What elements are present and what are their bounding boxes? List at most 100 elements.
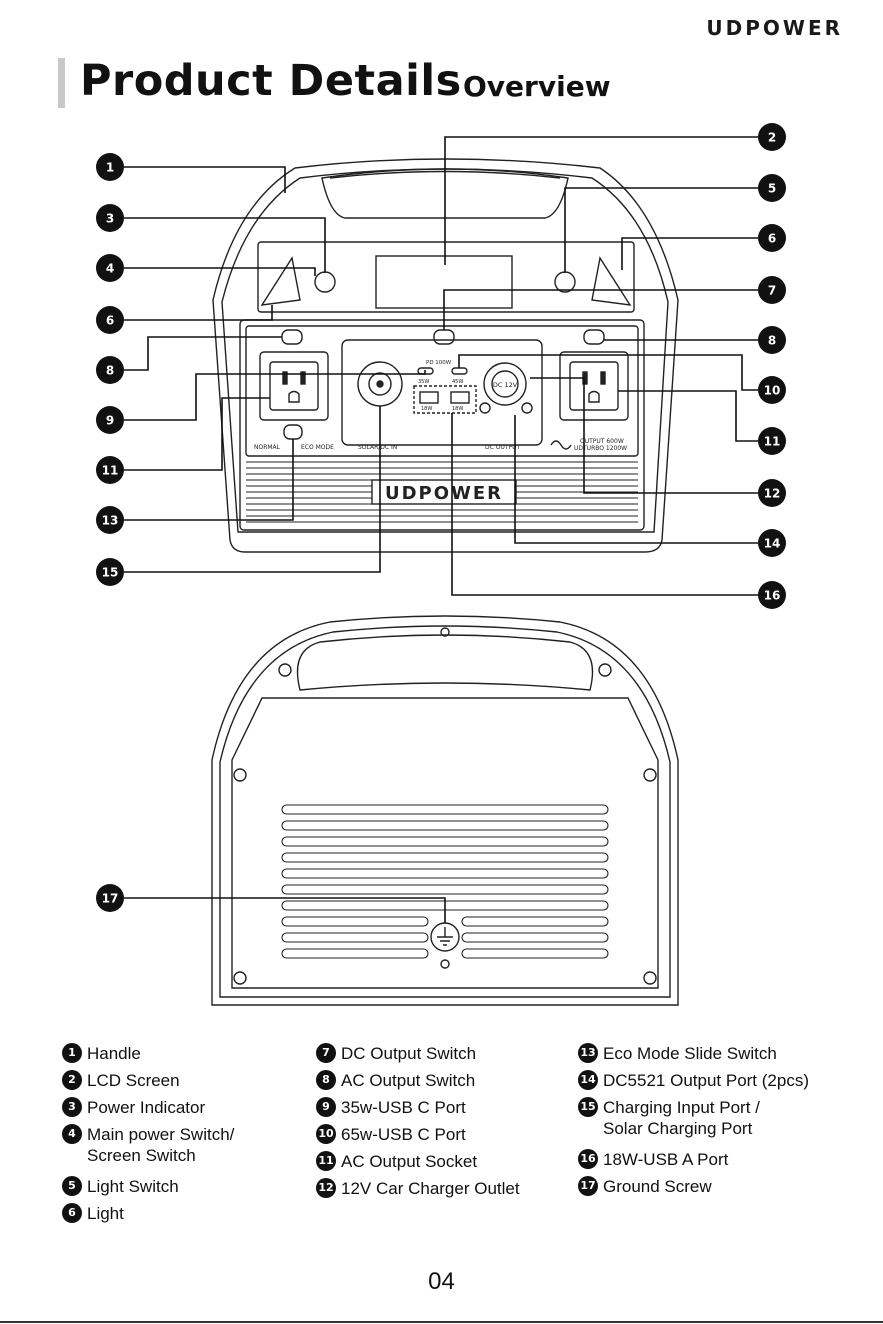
svg-text:10: 10 bbox=[764, 384, 781, 398]
ac-outlet-left bbox=[269, 361, 319, 411]
legend-number-badge: 6 bbox=[62, 1203, 82, 1223]
legend-item: 7 DC Output Switch bbox=[316, 1043, 520, 1064]
label-dc-output: DC OUTPUT bbox=[485, 444, 521, 451]
back-panel bbox=[231, 697, 659, 989]
callout-7: 7 bbox=[758, 276, 786, 304]
top-panel bbox=[257, 241, 635, 313]
legend-label: Eco Mode Slide Switch bbox=[603, 1044, 777, 1063]
legend-number-badge: 10 bbox=[316, 1124, 336, 1144]
callout-15: 15 bbox=[96, 558, 124, 586]
legend-number-badge: 17 bbox=[578, 1176, 598, 1196]
brand-logo: UDPOWER bbox=[706, 16, 843, 40]
back-body-outline bbox=[211, 615, 679, 1006]
callout-4: 4 bbox=[96, 254, 124, 282]
legend-number-badge: 13 bbox=[578, 1043, 598, 1063]
legend-number-badge: 7 bbox=[316, 1043, 336, 1063]
svg-text:3: 3 bbox=[106, 212, 114, 226]
legend-item: 10 65w-USB C Port bbox=[316, 1124, 520, 1145]
legend-number-badge: 2 bbox=[62, 1070, 82, 1090]
label-45w: 45W bbox=[452, 379, 463, 385]
label-35w: 35W bbox=[418, 379, 429, 385]
svg-text:6: 6 bbox=[106, 314, 114, 328]
label-18w-b: 18W bbox=[452, 406, 463, 412]
legend-label: 35w-USB C Port bbox=[341, 1098, 466, 1117]
front-panel bbox=[239, 319, 645, 531]
legend-label: Main power Switch/ Screen Switch bbox=[87, 1125, 235, 1165]
legend-number-badge: 15 bbox=[578, 1097, 598, 1117]
ac-outlet-left-frame bbox=[259, 351, 329, 421]
callout-1: 1 bbox=[96, 153, 124, 181]
svg-text:8: 8 bbox=[106, 364, 114, 378]
label-18w-a: 18W bbox=[421, 406, 432, 412]
legend-number-badge: 11 bbox=[316, 1151, 336, 1171]
svg-text:2: 2 bbox=[768, 131, 776, 145]
callout-17: 17 bbox=[96, 884, 124, 912]
legend-label: Handle bbox=[87, 1044, 141, 1063]
callout-2: 2 bbox=[758, 123, 786, 151]
usb-a-port-2 bbox=[450, 391, 470, 404]
dc5521-port-2 bbox=[521, 402, 533, 414]
svg-text:6: 6 bbox=[768, 232, 776, 246]
dc5521-port-1 bbox=[479, 402, 491, 414]
legend-item: 9 35w-USB C Port bbox=[316, 1097, 520, 1118]
svg-text:11: 11 bbox=[764, 435, 781, 449]
callout-10: 10 bbox=[758, 376, 786, 404]
callout-12: 12 bbox=[758, 479, 786, 507]
svg-text:4: 4 bbox=[106, 262, 114, 276]
svg-text:12: 12 bbox=[764, 487, 781, 501]
legend-label: Power Indicator bbox=[87, 1098, 206, 1117]
svg-text:5: 5 bbox=[768, 182, 776, 196]
bottom-rule bbox=[0, 1321, 883, 1323]
light-right bbox=[591, 256, 632, 306]
legend-item: 8 AC Output Switch bbox=[316, 1070, 520, 1091]
callout-14: 14 bbox=[758, 529, 786, 557]
label-output: OUTPUT 600W bbox=[580, 438, 624, 445]
ground-icon bbox=[437, 927, 453, 946]
legend-number-badge: 5 bbox=[62, 1176, 82, 1196]
page-number: 04 bbox=[428, 1268, 455, 1295]
legend-label: Light bbox=[87, 1204, 124, 1223]
dc-output-switch bbox=[433, 329, 455, 345]
light-switch bbox=[554, 271, 576, 293]
legend-label: Light Switch bbox=[87, 1177, 179, 1196]
legend-number-badge: 9 bbox=[316, 1097, 336, 1117]
front-body-outline bbox=[212, 158, 679, 553]
svg-text:17: 17 bbox=[102, 892, 119, 906]
legend-label: 65w-USB C Port bbox=[341, 1125, 466, 1144]
ac-outlet-right-frame bbox=[559, 351, 629, 421]
callout-3: 3 bbox=[96, 204, 124, 232]
legend-label: Charging Input Port / Solar Charging Por… bbox=[603, 1098, 760, 1138]
page-title: Product Details bbox=[80, 56, 462, 106]
legend-column-2: 7 DC Output Switch 8 AC Output Switch 9 35w… bbox=[316, 1043, 520, 1205]
callout-8-right: 8 bbox=[758, 326, 786, 354]
back-vents bbox=[281, 804, 609, 959]
car-charger-outlet bbox=[483, 362, 527, 406]
callout-11-right: 11 bbox=[758, 427, 786, 455]
legend-number-badge: 3 bbox=[62, 1097, 82, 1117]
label-eco-mode: ECO MODE bbox=[301, 444, 334, 451]
svg-text:11: 11 bbox=[102, 464, 119, 478]
legend-label: DC Output Switch bbox=[341, 1044, 477, 1063]
callout-lines bbox=[124, 136, 758, 923]
handle bbox=[321, 168, 569, 219]
callout-5: 5 bbox=[758, 174, 786, 202]
legend-label: AC Output Switch bbox=[341, 1071, 476, 1090]
callout-8-left: 8 bbox=[96, 356, 124, 384]
callout-9: 9 bbox=[96, 406, 124, 434]
svg-text:9: 9 bbox=[106, 414, 114, 428]
power-indicator bbox=[314, 271, 336, 293]
front-grille bbox=[246, 461, 638, 523]
legend-item: 6 Light bbox=[62, 1203, 234, 1224]
svg-text:15: 15 bbox=[102, 566, 119, 580]
title-accent-bar bbox=[58, 58, 65, 108]
label-dc12v: DC 12V bbox=[493, 381, 518, 389]
ac-outlet-right bbox=[569, 361, 619, 411]
legend-number-badge: 16 bbox=[578, 1149, 598, 1169]
sine-wave-icon bbox=[550, 440, 572, 450]
legend-number-badge: 8 bbox=[316, 1070, 336, 1090]
